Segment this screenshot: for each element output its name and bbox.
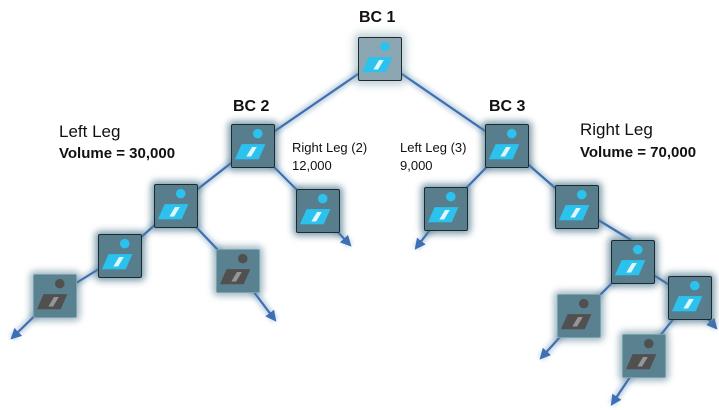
bc3-left-leg-title: Left Leg (3) [400, 140, 467, 155]
person-logo-icon [299, 193, 331, 225]
bc1-node[interactable] [358, 37, 402, 81]
person-logo-icon [427, 191, 459, 223]
bc2-node[interactable] [231, 124, 275, 168]
person-logo-icon [36, 278, 68, 310]
right-leg-volume: Volume = 70,000 [580, 144, 697, 161]
downline-node-inactive[interactable] [557, 294, 601, 338]
person-logo-icon [558, 189, 590, 221]
bc2-right-leg-volume: 12,000 [292, 158, 332, 173]
downline-node-active[interactable] [555, 185, 599, 229]
downline-node-active[interactable] [424, 187, 468, 231]
bc2-label: BC 2 [233, 98, 270, 115]
downline-node-inactive[interactable] [33, 274, 77, 318]
bc3-node[interactable] [485, 124, 529, 168]
person-logo-icon [625, 338, 657, 370]
person-logo-icon [560, 298, 592, 330]
bc3-left-leg-volume: 9,000 [400, 158, 433, 173]
person-logo-icon [219, 253, 251, 285]
bc2-right-leg-title: Right Leg (2) [292, 140, 368, 155]
downline-node-active[interactable] [611, 240, 655, 284]
downline-node-active[interactable] [154, 184, 198, 228]
bc3-label: BC 3 [489, 98, 526, 115]
person-logo-icon [234, 128, 266, 160]
person-logo-icon [101, 238, 133, 270]
left-leg-volume: Volume = 30,000 [59, 145, 176, 162]
person-logo-icon [157, 188, 189, 220]
bc1-label: BC 1 [359, 9, 396, 26]
downline-node-active[interactable] [98, 234, 142, 278]
person-logo-icon [614, 244, 646, 276]
downline-node-inactive[interactable] [622, 334, 666, 378]
downline-node-active[interactable] [668, 276, 712, 320]
downline-node-active[interactable] [296, 189, 340, 233]
downline-node-inactive[interactable] [216, 249, 260, 293]
person-logo-icon [671, 280, 703, 312]
left-leg-title: Left Leg [59, 122, 121, 141]
person-logo-icon [488, 128, 520, 160]
right-leg-title: Right Leg [580, 120, 653, 139]
person-logo-icon [361, 41, 393, 73]
